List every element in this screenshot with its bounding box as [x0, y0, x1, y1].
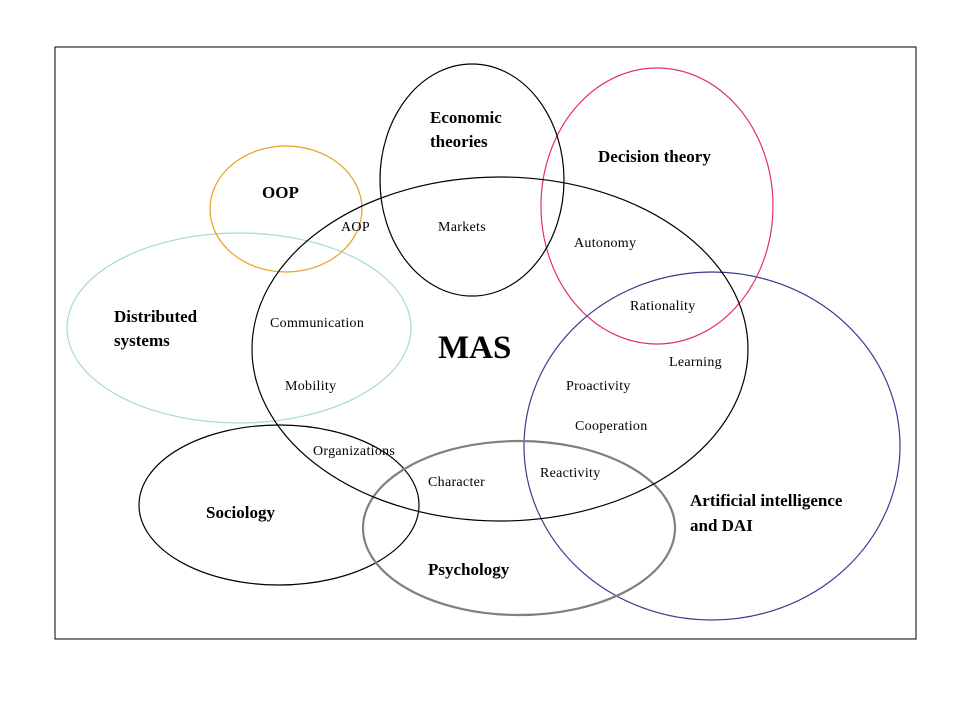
concept-autonomy: Autonomy [574, 236, 636, 251]
decision-theory-label: Decision theory [598, 147, 711, 166]
economic-theories-ellipse [379, 63, 565, 297]
oop-label: OOP [262, 183, 299, 202]
concept-communication: Communication [270, 316, 364, 331]
distributed-systems-label: Distributed systems [114, 307, 201, 350]
psychology-label: Psychology [428, 560, 510, 579]
concept-rationality: Rationality [630, 299, 696, 314]
artificial-intelligence-ellipse [523, 271, 901, 621]
concept-learning: Learning [669, 355, 722, 370]
artificial-intelligence-label-line-1: Artificial intelligence [690, 491, 843, 510]
mas-center-label: MAS [438, 330, 511, 366]
psychology-ellipse [361, 439, 677, 617]
concept-markets: Markets [438, 220, 486, 235]
distributed-systems-ellipse [66, 232, 412, 424]
diagram-frame [54, 46, 917, 640]
oop-ellipse [209, 145, 363, 273]
concept-character: Character [428, 475, 485, 490]
mas-ellipse [251, 176, 749, 522]
sociology-ellipse [138, 424, 420, 586]
concept-mobility: Mobility [285, 379, 336, 394]
distributed-systems-label-line-1: Distributed [114, 307, 198, 326]
economic-theories-label: Economic theories [430, 108, 506, 151]
concept-organizations: Organizations [313, 444, 395, 459]
concept-aop: AOP [341, 220, 370, 235]
economic-theories-label-line-1: Economic [430, 108, 502, 127]
distributed-systems-label-line-2: systems [114, 331, 170, 350]
sociology-label: Sociology [206, 503, 275, 522]
decision-theory-ellipse [540, 67, 774, 345]
concept-proactivity: Proactivity [566, 379, 631, 394]
artificial-intelligence-label-line-2: and DAI [690, 516, 753, 535]
artificial-intelligence-label: Artificial intelligence and DAI [690, 491, 847, 535]
concept-cooperation: Cooperation [575, 419, 648, 434]
concept-reactivity: Reactivity [540, 466, 601, 481]
economic-theories-label-line-2: theories [430, 132, 488, 151]
